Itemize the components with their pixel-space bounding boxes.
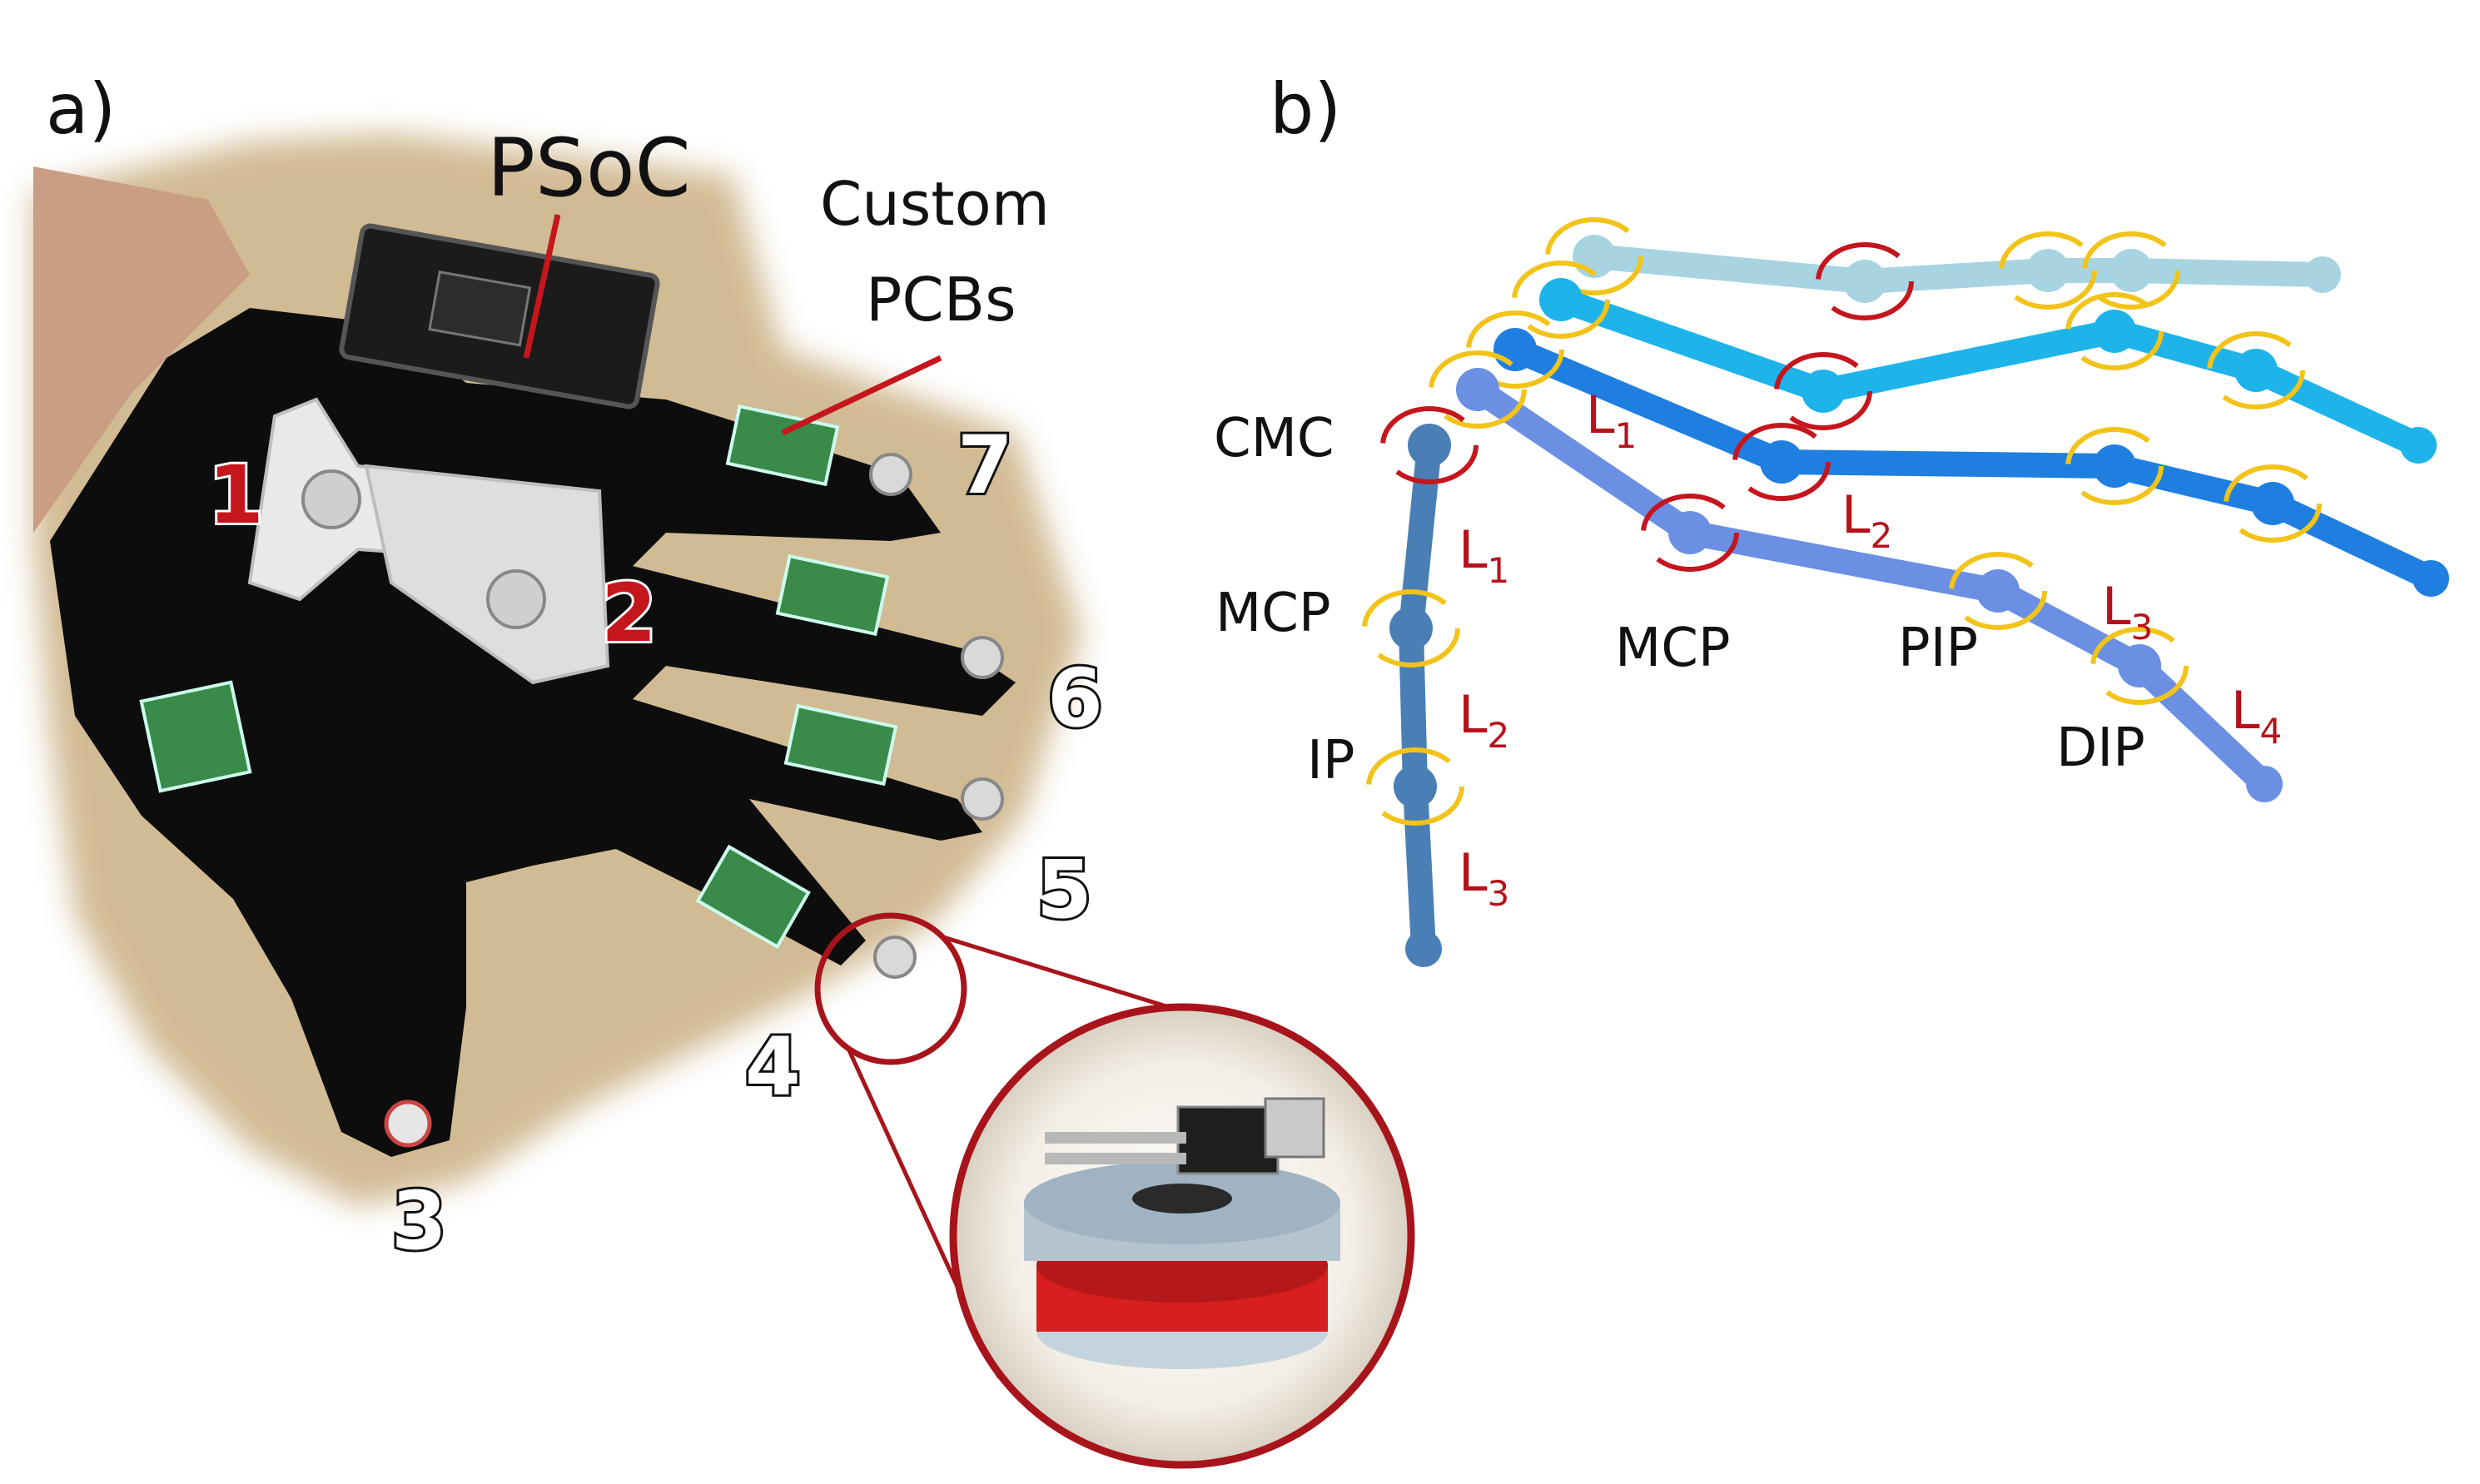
thumb-joint-node	[1394, 765, 1437, 808]
forearm	[33, 166, 250, 533]
middle-joint-ring	[2065, 427, 2164, 505]
panel-label-a: a)	[46, 68, 116, 150]
custom-pcbs-label-line2: PCBs	[866, 265, 1016, 335]
custom-pcbs-label-line1: Custom	[820, 169, 1050, 239]
index-joint-node	[1668, 511, 1712, 554]
little-joint-ring	[1545, 217, 1643, 295]
sensor-5-coil	[961, 777, 1004, 821]
middle-joint-node	[1760, 440, 1803, 484]
thumb-joint-ring	[1366, 747, 1464, 826]
segment-label-thumb-l3: L3	[1459, 842, 1509, 914]
segment-label-finger-l3: L3	[2102, 576, 2153, 648]
thumb-joint-node	[1405, 931, 1442, 967]
sensor-2-coil	[486, 569, 546, 629]
pcbs-callout-line	[781, 355, 942, 436]
joint-label-thumb-mcp: MCP	[1215, 583, 1331, 644]
middle-joint-node	[2093, 444, 2136, 488]
psoc-callout-line	[523, 214, 561, 359]
thumb-joint-node	[1389, 607, 1433, 650]
middle-joint-node	[1493, 328, 1537, 371]
little-joint-node	[2026, 249, 2070, 292]
ring-joint-node	[2093, 310, 2136, 353]
index-joint-node	[1976, 569, 2020, 613]
pcb-finger-5	[783, 703, 898, 787]
sensor-number-1: 1	[208, 449, 264, 542]
ring-joint-ring	[1774, 352, 1872, 430]
pcb-finger-7	[725, 404, 840, 487]
sensor-3-coil	[384, 1099, 432, 1148]
little-bone-chain	[1582, 244, 2335, 294]
segment-label-finger-l4: L4	[2231, 680, 2282, 752]
sensor-number-7: 7	[957, 419, 1013, 512]
segment-label-finger-l2: L2	[1841, 484, 1892, 556]
index-joint-ring	[1641, 494, 1739, 572]
ring-joint-node	[1802, 370, 1845, 413]
sensor-number-3: 3	[391, 1174, 447, 1268]
index-joint-node	[2246, 766, 2283, 802]
middle-joint-ring	[1466, 310, 1564, 389]
joint-label-dip: DIP	[2056, 717, 2145, 779]
joint-label-ip: IP	[1307, 730, 1354, 792]
joint-label-cmc: CMC	[1214, 408, 1334, 469]
middle-joint-node	[2413, 560, 2449, 597]
zoom-source-circle	[814, 912, 967, 1065]
sensor-1-coil	[301, 469, 361, 529]
coil-closeup	[1024, 1097, 1340, 1369]
index-bone-chain	[1465, 377, 2277, 797]
ring-joint-ring	[2207, 331, 2305, 409]
little-joint-node	[2110, 249, 2153, 292]
index-joint-ring	[1949, 552, 2047, 630]
index-joint-node	[2118, 644, 2161, 687]
thumb-joint-ring	[1362, 589, 1460, 668]
little-joint-node	[2304, 256, 2341, 293]
index-joint-ring	[1429, 350, 1527, 429]
middle-joint-ring	[2224, 464, 2322, 543]
middle-joint-ring	[1732, 423, 1831, 501]
psoc-label: PSoC	[487, 122, 691, 215]
index-joint-ring	[2090, 627, 2189, 705]
little-joint-node	[1843, 260, 1886, 303]
kinematic-hand-model	[1362, 217, 2449, 967]
sensor-number-5: 5	[1036, 843, 1092, 936]
panel-label-b: b)	[1270, 68, 1341, 150]
ring-joint-ring	[1512, 261, 1610, 339]
thumb-joint-node	[1408, 424, 1451, 467]
joint-label-finger-mcp: MCP	[1615, 618, 1731, 679]
little-joint-ring	[2082, 231, 2180, 310]
pcb-thumb	[139, 680, 252, 793]
sensor-number-4: 4	[745, 1020, 801, 1114]
joint-label-pip: PIP	[1898, 618, 1978, 679]
sensor-number-2: 2	[601, 567, 657, 660]
segment-label-finger-l1: L1	[1586, 385, 1637, 456]
sensor-number-6: 6	[1047, 652, 1103, 745]
palm-bracket	[364, 464, 610, 685]
ring-joint-node	[1539, 278, 1583, 321]
ring-joint-node	[2400, 427, 2437, 464]
little-joint-ring	[1816, 242, 1914, 320]
zoom-line-upper	[940, 934, 1183, 1014]
psoc-chip	[428, 270, 532, 347]
pcb-finger-6	[775, 553, 890, 637]
sensor-7-coil	[869, 453, 912, 496]
sensor-4-coil	[873, 936, 917, 979]
ring-joint-node	[2234, 349, 2278, 392]
thumb-joint-ring	[1380, 406, 1479, 484]
little-joint-ring	[1999, 231, 2097, 310]
pcb-finger-4	[695, 844, 811, 950]
segment-label-thumb-l2: L2	[1459, 684, 1509, 756]
middle-joint-node	[2251, 482, 2294, 525]
panel-a-photo	[33, 133, 1082, 1207]
segment-label-thumb-l1: L1	[1459, 519, 1509, 591]
index-joint-node	[1456, 368, 1499, 411]
thumb-bone-chain	[1399, 433, 1442, 961]
sensor-6-coil	[961, 636, 1004, 679]
ring-joint-ring	[2065, 292, 2164, 370]
